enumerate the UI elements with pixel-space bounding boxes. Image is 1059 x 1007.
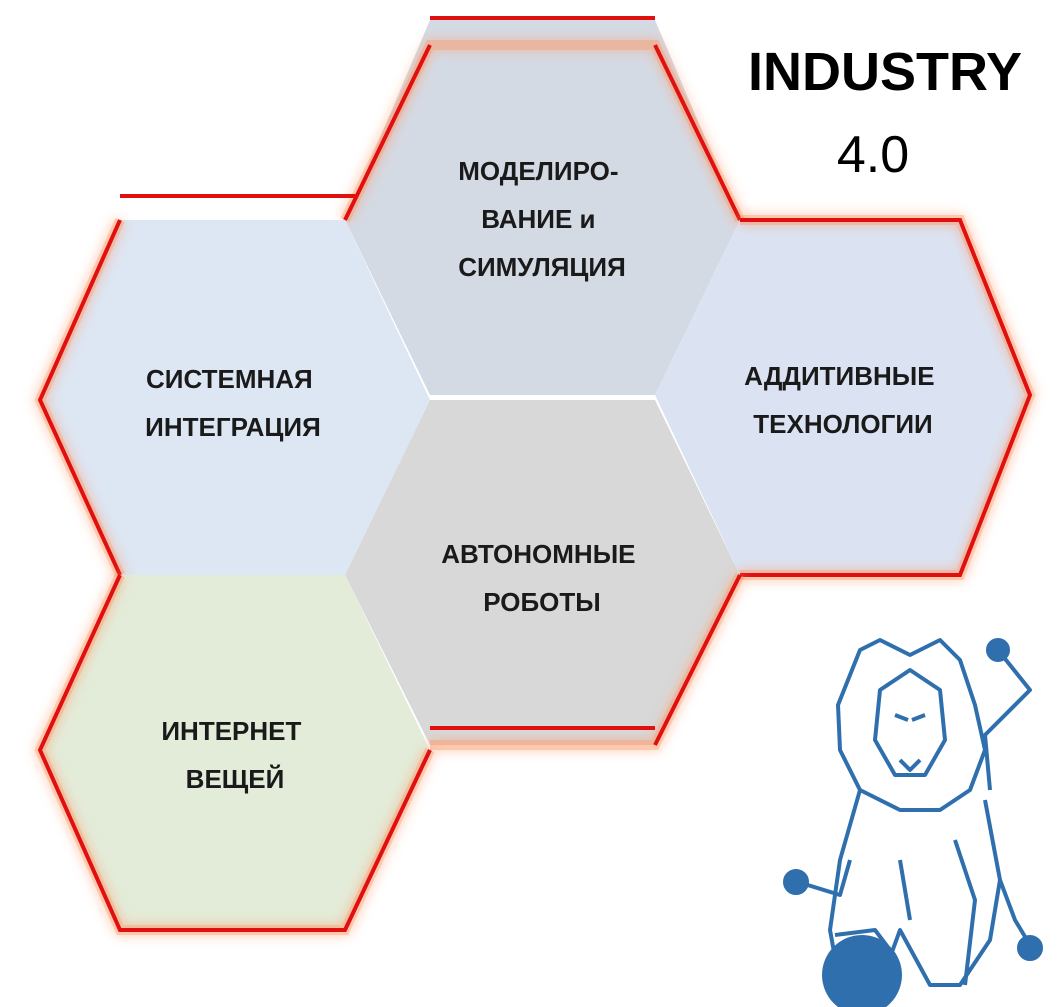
hex-additive-line-1: АДДИТИВНЫЕ bbox=[744, 361, 934, 391]
hex-modeling-shape bbox=[345, 20, 740, 395]
hex-additive-shape bbox=[655, 220, 1030, 575]
hex-system-integration-line-1: СИСТЕМНАЯ bbox=[146, 364, 313, 394]
hex-robots-line-2: РОБОТЫ bbox=[483, 587, 600, 617]
robot-lion-dot-top bbox=[986, 638, 1010, 662]
robot-lion-mane bbox=[836, 638, 987, 812]
hex-iot-border bbox=[37, 574, 432, 932]
hex-modeling-border bbox=[343, 16, 742, 221]
robot-lion-face bbox=[873, 668, 947, 777]
hex-iot-line-1: ИНТЕРНЕТ bbox=[161, 716, 301, 746]
hex-modeling-line-1: МОДЕЛИРО- bbox=[458, 156, 618, 186]
hex-robots-label: АВТОНОМНЫЕ РОБОТЫ bbox=[441, 539, 643, 617]
title-line-2: 4.0 bbox=[837, 126, 909, 184]
hex-iot-label: ИНТЕРНЕТ ВЕЩЕЙ bbox=[161, 716, 308, 794]
hex-iot: ИНТЕРНЕТ ВЕЩЕЙ bbox=[34, 572, 435, 935]
hex-robots-line-1: АВТОНОМНЫЕ bbox=[441, 539, 635, 569]
title-line-1: INDUSTRY bbox=[748, 42, 1022, 102]
hex-system-integration-border bbox=[37, 194, 355, 576]
hex-robots-shape bbox=[345, 400, 740, 745]
hex-system-integration-shape bbox=[40, 220, 430, 575]
hex-additive-line-2: ТЕХНОЛОГИИ bbox=[753, 409, 933, 439]
hex-system-integration-label: СИСТЕМНАЯ ИНТЕГРАЦИЯ bbox=[145, 364, 321, 442]
hex-modeling-line-2: ВАНИЕ и bbox=[481, 204, 595, 234]
robot-lion-tail bbox=[998, 879, 1032, 947]
robot-lion-ball bbox=[822, 935, 902, 1007]
hex-iot-shape bbox=[40, 575, 430, 930]
hex-robots-border bbox=[430, 574, 742, 746]
hex-modeling-line-3: СИМУЛЯЦИЯ bbox=[458, 252, 626, 282]
hex-system-integration-line-2: ИНТЕГРАЦИЯ bbox=[145, 412, 321, 442]
robot-lion-icon bbox=[783, 638, 1043, 1007]
hex-iot-line-2: ВЕЩЕЙ bbox=[186, 764, 285, 794]
hex-additive-border bbox=[740, 218, 1033, 577]
hex-modeling: МОДЕЛИРО- ВАНИЕ и СИМУЛЯЦИЯ bbox=[340, 16, 745, 395]
hex-modeling-label: МОДЕЛИРО- ВАНИЕ и СИМУЛЯЦИЯ bbox=[458, 156, 626, 282]
hex-robots: АВТОНОМНЫЕ РОБОТЫ bbox=[345, 400, 745, 750]
hex-system-integration: СИСТЕМНАЯ ИНТЕГРАЦИЯ bbox=[34, 194, 430, 578]
robot-lion-paw bbox=[834, 928, 892, 952]
robot-lion-dot-right bbox=[1017, 935, 1043, 961]
robot-lion-leg bbox=[898, 839, 977, 986]
robot-lion-arm bbox=[983, 648, 1032, 791]
robot-lion-left-arm bbox=[797, 859, 852, 897]
hex-additive: АДДИТИВНЫЕ ТЕХНОЛОГИИ bbox=[655, 215, 1036, 580]
hex-additive-label: АДДИТИВНЫЕ ТЕХНОЛОГИИ bbox=[744, 361, 942, 439]
robot-lion-body bbox=[828, 789, 1002, 987]
robot-lion-dot-left bbox=[783, 869, 809, 895]
